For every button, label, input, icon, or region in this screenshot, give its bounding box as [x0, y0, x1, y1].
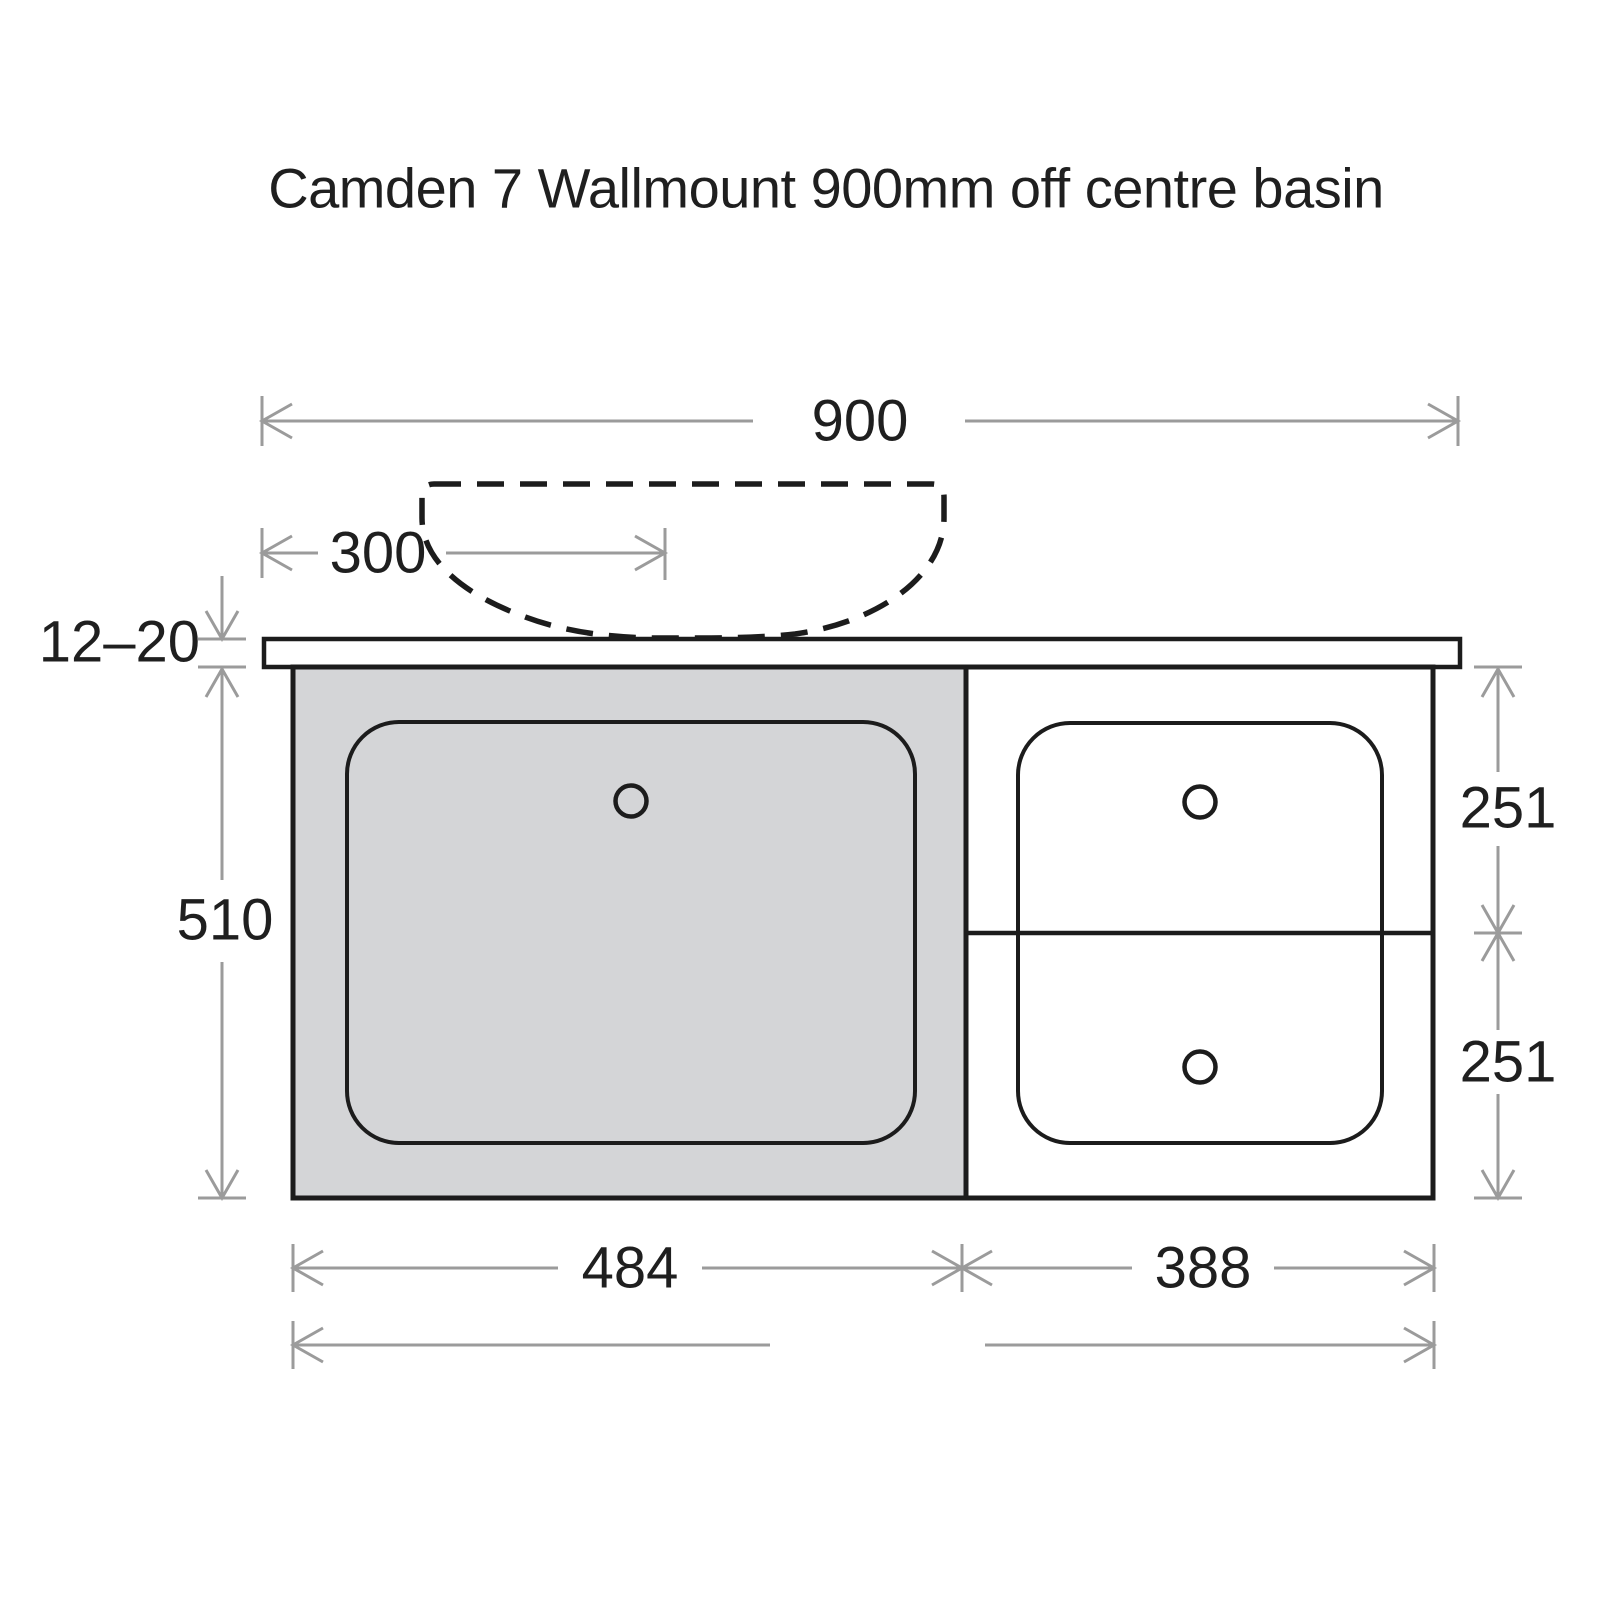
cabinet-door-section: [290, 664, 969, 1201]
door-panel: [345, 720, 917, 1145]
arrowheads: [258, 402, 1462, 440]
dim-label-door-section-width: 484: [582, 1236, 679, 1301]
drawer-panels: [966, 721, 1433, 1145]
arrowheads: [289, 1249, 1438, 1287]
dim-benchtop-thickness: 12–20: [39, 576, 246, 698]
dim-overall-width: 900: [258, 389, 1462, 454]
door-knob: [613, 783, 649, 819]
arrowheads: [289, 1326, 1438, 1364]
dim-label-drawer-section-width: 388: [1155, 1236, 1252, 1301]
bottom-drawer-knob: [1182, 1049, 1218, 1085]
dim-label-bottom-drawer-height: 251: [1460, 1030, 1557, 1095]
arrowheads: [1480, 665, 1516, 1202]
dim-section-widths: 484 388: [289, 1236, 1438, 1301]
dim-label-top-drawer-height: 251: [1460, 776, 1557, 841]
dim-bottom-unlabeled: [289, 1321, 1438, 1369]
door-front: [345, 720, 917, 1145]
dim-cabinet-height: 510: [177, 669, 274, 1202]
drawing-title: Camden 7 Wallmount 900mm off centre basi…: [268, 157, 1384, 220]
dim-drawer-heights: 251 251: [1460, 665, 1557, 1202]
extension-ticks: [198, 637, 246, 669]
arrowheads: [258, 534, 669, 572]
dim-label-benchtop-thickness: 12–20: [39, 610, 200, 675]
benchtop: [261, 636, 1463, 670]
top-drawer-knob: [1182, 784, 1218, 820]
dim-label-cabinet-height: 510: [177, 888, 274, 953]
dim-basin-centre: 300: [258, 521, 669, 586]
dim-label-basin-centre: 300: [330, 521, 427, 586]
dim-label-overall-width: 900: [812, 389, 909, 454]
basin-dashed-outline: [419, 481, 947, 641]
